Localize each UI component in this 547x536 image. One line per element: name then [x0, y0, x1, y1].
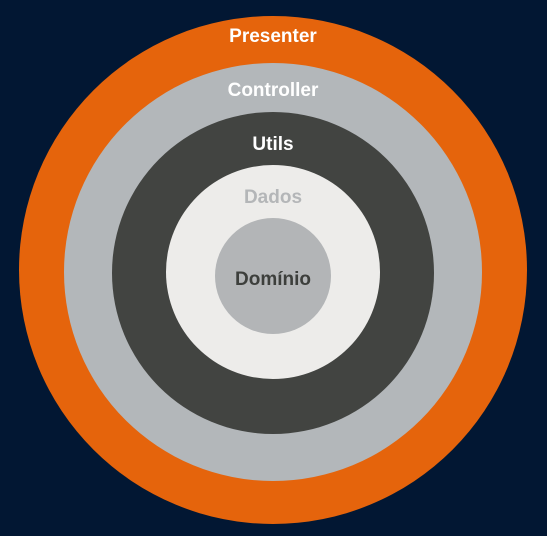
- label-utils: Utils: [252, 134, 293, 155]
- core-dominio: [215, 218, 331, 334]
- label-controller: Controller: [228, 80, 319, 101]
- label-dados: Dados: [244, 187, 302, 208]
- label-presenter: Presenter: [229, 26, 317, 47]
- label-dominio: Domínio: [235, 269, 311, 290]
